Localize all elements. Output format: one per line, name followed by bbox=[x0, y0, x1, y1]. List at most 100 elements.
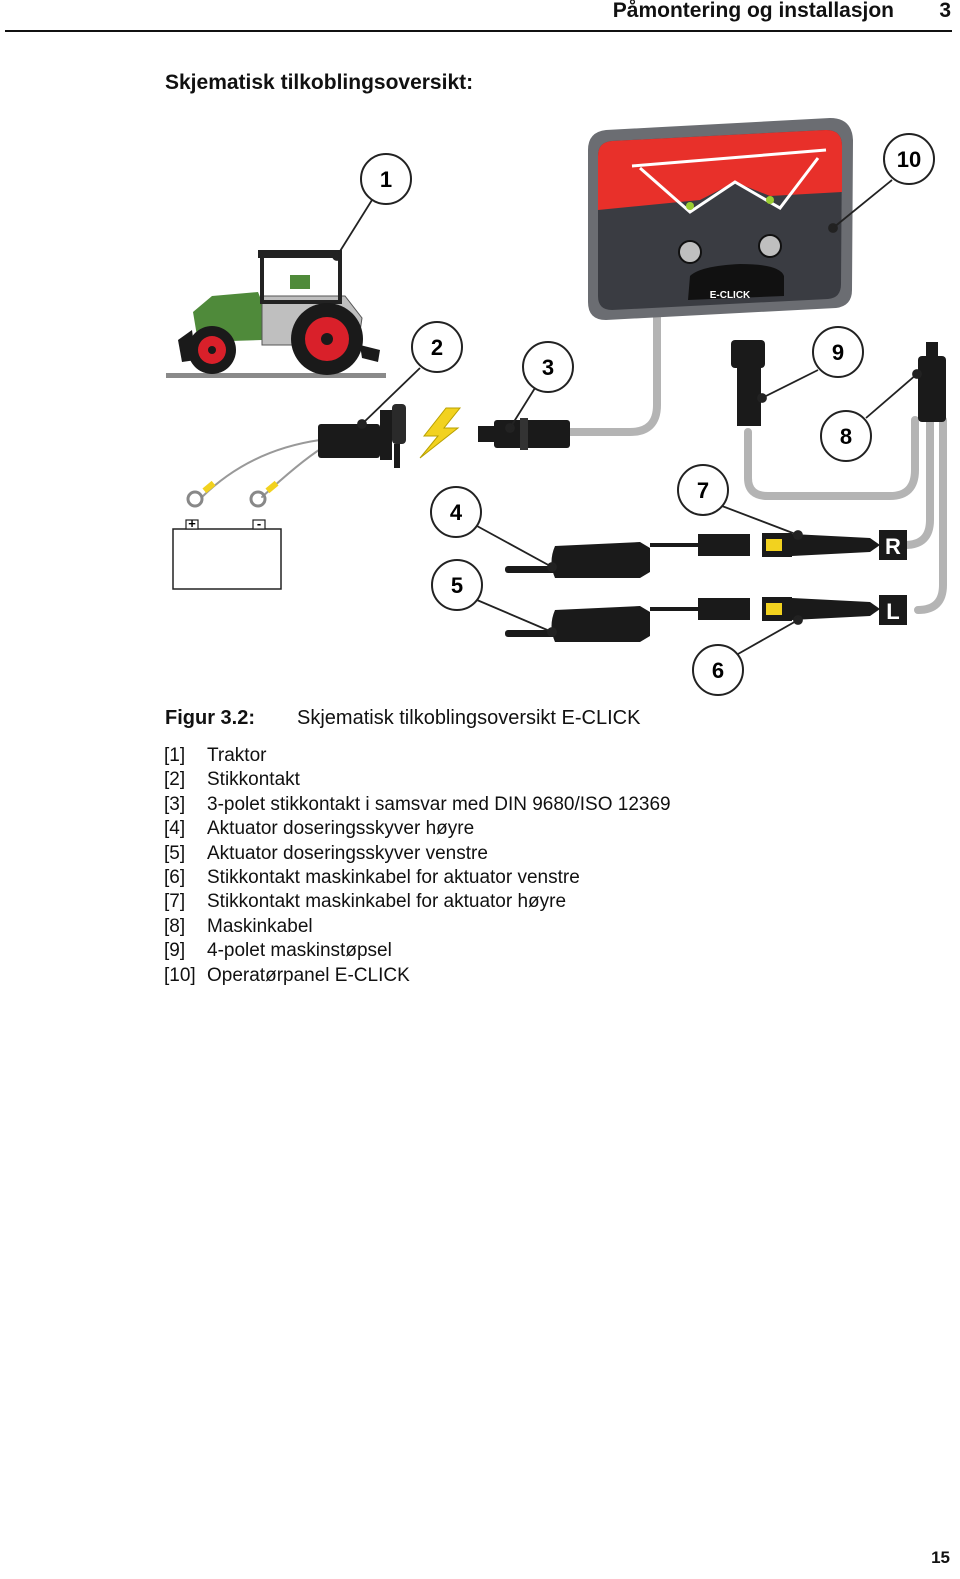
actuator-left-plug bbox=[698, 598, 750, 620]
front-weight bbox=[178, 330, 196, 362]
legend-number: [9] bbox=[164, 940, 186, 962]
leader-dot-9 bbox=[757, 393, 767, 403]
legend-item: [4] Aktuator doseringsskyver høyre bbox=[164, 817, 671, 841]
actuator-right-lead bbox=[650, 543, 698, 547]
legend-text: Traktor bbox=[207, 745, 267, 766]
legend-number: [7] bbox=[164, 891, 186, 913]
section-heading: Skjematisk tilkoblingsoversikt: bbox=[165, 71, 474, 94]
crimp-minus bbox=[265, 480, 279, 494]
leader-7 bbox=[721, 505, 799, 536]
callout-2: 2 bbox=[411, 321, 463, 373]
svg-text:3: 3 bbox=[542, 355, 554, 380]
legend-item: [3]3-polet stikkontakt i samsvar med DIN… bbox=[164, 793, 671, 817]
leader-8 bbox=[865, 373, 918, 419]
front-hub bbox=[208, 346, 216, 354]
callout-10: 10 bbox=[883, 133, 935, 185]
legend-item: [6]Stikkontakt maskinkabel for aktuator … bbox=[164, 866, 671, 890]
tractor-seat bbox=[290, 275, 310, 289]
legend-text: 4-polet maskinstøpsel bbox=[207, 940, 392, 962]
leader-dot-2 bbox=[357, 419, 367, 429]
socket-flange bbox=[380, 410, 392, 460]
three-pole-plug-illustration bbox=[478, 418, 570, 450]
machine-plug-cap bbox=[731, 340, 765, 368]
legend-item: [10]Operatørpanel E-CLICK bbox=[164, 964, 671, 988]
legend-number: [2] bbox=[164, 769, 186, 791]
leader-5 bbox=[476, 599, 553, 633]
panel-logo: E-CLICK bbox=[710, 290, 751, 301]
legend-number: [4] bbox=[164, 818, 186, 840]
legend-text: Stikkontakt maskinkabel for aktuator ven… bbox=[207, 866, 580, 888]
svg-text:4: 4 bbox=[450, 500, 463, 525]
machine-plug-illustration bbox=[731, 340, 765, 426]
battery-box bbox=[172, 528, 282, 590]
plug-nose bbox=[478, 426, 494, 442]
callout-4: 4 bbox=[430, 486, 482, 538]
legend-item: [5] Aktuator doseringsskyver venstre bbox=[164, 842, 671, 866]
svg-text:10: 10 bbox=[897, 147, 921, 172]
socket-bracket bbox=[394, 444, 400, 468]
panel-red-band bbox=[598, 130, 842, 210]
battery-illustration: + - bbox=[172, 480, 282, 590]
leader-1 bbox=[336, 199, 373, 257]
callout-8: 8 bbox=[820, 410, 872, 462]
machine-cable-l bbox=[914, 416, 947, 614]
callout-9: 9 bbox=[812, 326, 864, 378]
legend-number: [5] bbox=[164, 842, 186, 864]
panel-logo-plate bbox=[688, 264, 784, 300]
svg-text:7: 7 bbox=[697, 478, 709, 503]
leader-dot-8 bbox=[912, 369, 922, 379]
leader-lines bbox=[332, 179, 922, 655]
plug-body bbox=[494, 420, 570, 448]
figure-caption-label: Figur 3.2: bbox=[165, 707, 256, 729]
leader-dot-3 bbox=[505, 423, 515, 433]
crimp-plus bbox=[202, 480, 216, 494]
side-label-r-box bbox=[879, 530, 907, 560]
svg-text:1: 1 bbox=[380, 167, 392, 192]
machine-cable-r bbox=[901, 416, 934, 549]
rear-hub bbox=[321, 333, 333, 345]
toggle-switch-right bbox=[758, 234, 782, 258]
plug-collar bbox=[520, 418, 528, 450]
callout-5: 5 bbox=[431, 559, 483, 611]
leader-dot-10 bbox=[828, 223, 838, 233]
figure-legend: [1]Traktor [2]Stikkontakt [3]3-polet sti… bbox=[164, 744, 671, 988]
machine-plug-body bbox=[737, 368, 761, 426]
battery-minus-label: - bbox=[257, 516, 261, 531]
svg-text:5: 5 bbox=[451, 573, 463, 598]
spreader-hopper-outline bbox=[631, 148, 827, 214]
battery-post-plus bbox=[185, 519, 199, 530]
actuator-right-housing bbox=[551, 542, 650, 578]
legend-text: Aktuator doseringsskyver venstre bbox=[207, 842, 488, 864]
leader-dot-7 bbox=[793, 530, 803, 540]
cable-eyelet-plus bbox=[186, 490, 204, 508]
lightning-icon bbox=[419, 407, 462, 459]
actuator-right-illustration bbox=[505, 534, 750, 578]
side-label-r: R bbox=[885, 534, 901, 559]
callout-6: 6 bbox=[692, 644, 744, 696]
leader-3 bbox=[509, 387, 536, 429]
indicator-lamp-left bbox=[686, 202, 694, 210]
battery-post-minus bbox=[252, 519, 266, 530]
tractor-roof bbox=[258, 250, 342, 258]
socket-left-illustration: L bbox=[762, 595, 907, 625]
toggle-switch-left bbox=[678, 240, 702, 264]
battery-lead-plus bbox=[201, 439, 321, 498]
legend-item: [1]Traktor bbox=[164, 744, 671, 768]
legend-text: Aktuator doseringsskyver høyre bbox=[207, 818, 475, 840]
cable-eyelet-minus bbox=[249, 490, 267, 508]
operator-panel-illustration: E-CLICK bbox=[588, 118, 853, 320]
legend-text: Maskinkabel bbox=[207, 915, 313, 937]
leader-dot-4 bbox=[547, 562, 557, 572]
legend-item: [7]Stikkontakt maskinkabel for aktuator … bbox=[164, 890, 671, 914]
actuator-left-lead bbox=[650, 607, 698, 611]
svg-text:9: 9 bbox=[832, 340, 844, 365]
leader-10 bbox=[832, 179, 893, 229]
svg-text:8: 8 bbox=[840, 424, 852, 449]
leader-9 bbox=[761, 369, 819, 399]
cable-end-cap bbox=[926, 342, 938, 356]
rear-hitch bbox=[360, 345, 380, 362]
callout-3: 3 bbox=[522, 341, 574, 393]
header-title: Påmontering og installasjon bbox=[612, 0, 894, 22]
power-cable bbox=[566, 308, 661, 436]
legend-item: [2]Stikkontakt bbox=[164, 768, 671, 792]
